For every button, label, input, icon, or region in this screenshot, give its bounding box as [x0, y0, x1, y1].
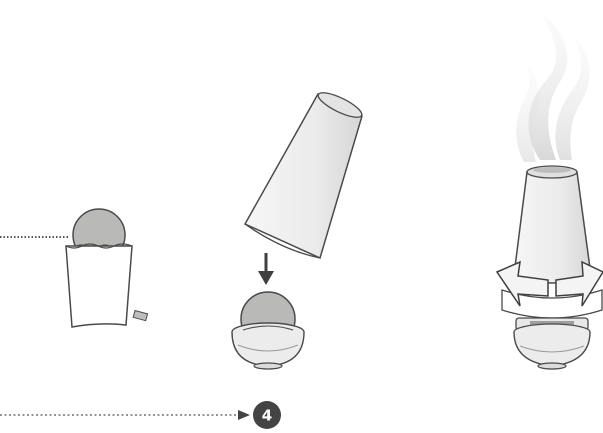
step-badge-label: 4 — [262, 407, 272, 425]
panel-ball-wrapped-in-paper — [65, 208, 149, 328]
dotted-leader-bottom — [0, 410, 250, 420]
panel-assembled-with-twist-and-smoke — [495, 12, 603, 370]
assembled-bowl-icon — [513, 317, 591, 370]
twist-smoke-icon — [512, 165, 593, 284]
bowl-icon — [231, 322, 305, 370]
paper-wrapper — [65, 245, 133, 328]
twist-arrows-icon — [495, 260, 603, 319]
paper-tab — [132, 309, 149, 322]
down-arrow-icon — [258, 253, 274, 285]
panel-cone-placed-over-ball — [231, 92, 363, 370]
smoke-icon — [516, 12, 590, 162]
cone-drop-icon — [243, 92, 363, 260]
step-badge: 4 — [253, 401, 281, 429]
